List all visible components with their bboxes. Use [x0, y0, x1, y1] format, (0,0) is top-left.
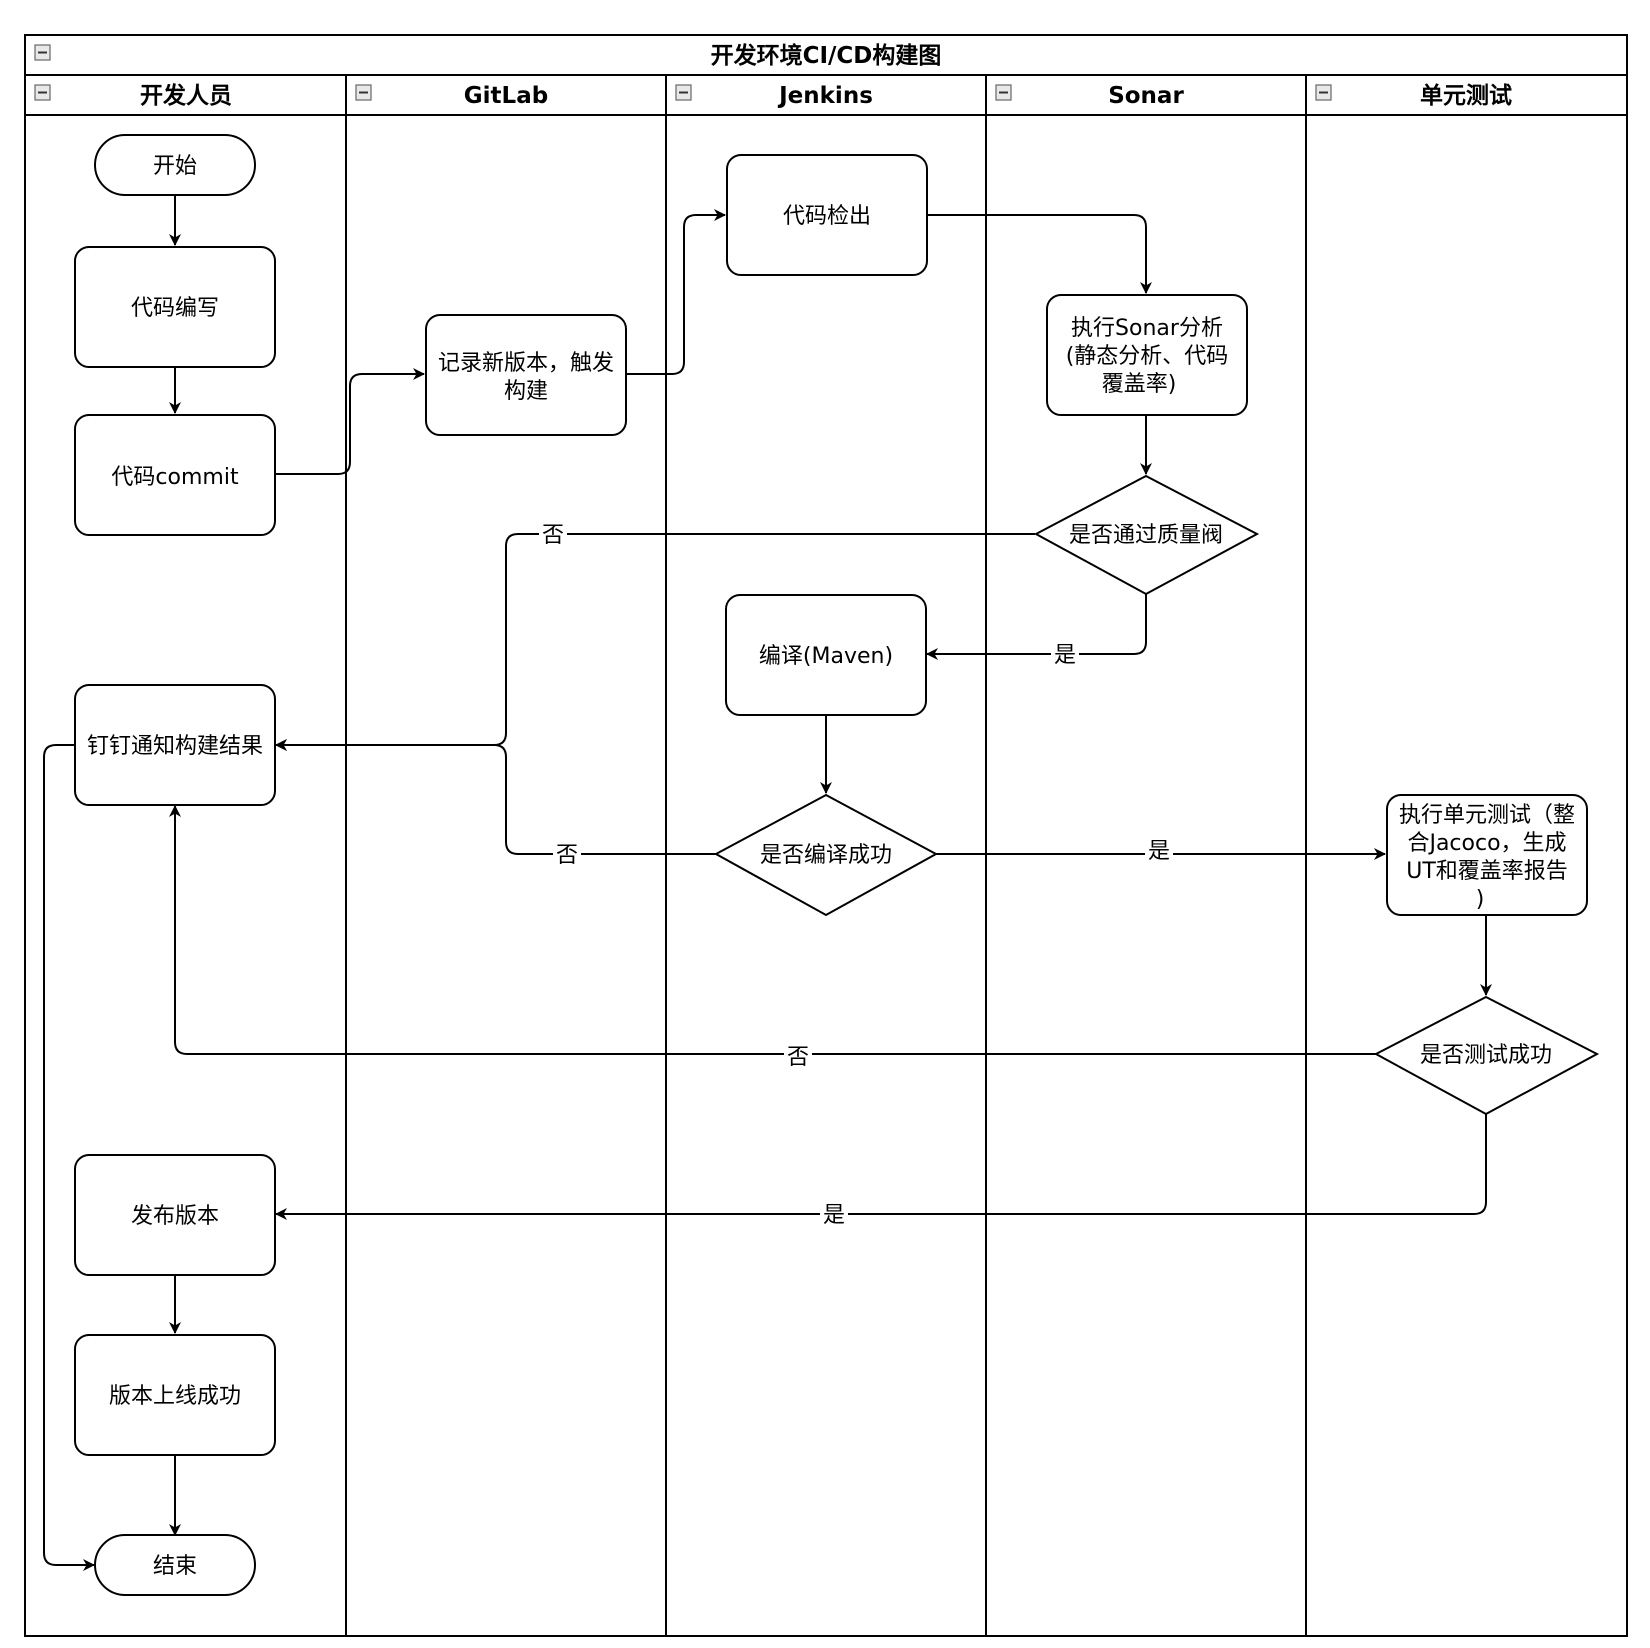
test-success-decision[interactable]: 是否测试成功	[1373, 995, 1600, 1116]
lane-header-dev: 开发人员	[34, 82, 232, 109]
end-terminal[interactable]: 结束	[94, 1534, 256, 1596]
node-label: (静态分析、代码	[1066, 344, 1229, 369]
code-commit-process[interactable]: 代码commit	[74, 414, 276, 536]
node-label: 是否测试成功	[1420, 1043, 1552, 1068]
code-write-process[interactable]: 代码编写	[74, 246, 276, 368]
node-label: 编译(Maven)	[759, 644, 893, 669]
online-success-process[interactable]: 版本上线成功	[74, 1334, 276, 1456]
lane-header-unittest: 单元测试	[1315, 83, 1512, 109]
collapse-icon[interactable]	[1315, 84, 1332, 101]
node-label: 钉钉通知构建结果	[87, 734, 263, 759]
collapse-icon[interactable]	[355, 84, 372, 101]
edges	[43, 195, 1492, 1571]
compile-success-decision[interactable]: 是否编译成功	[713, 793, 939, 917]
edge-label-gate-no: 否	[542, 523, 564, 548]
node-label: 版本上线成功	[109, 1384, 241, 1409]
lane-title-sonar: Sonar	[1108, 83, 1184, 109]
edge-labels: 否 是 否 是 否 是	[539, 520, 1173, 1228]
code-checkout-process[interactable]: 代码检出	[726, 154, 928, 276]
edge-checkout-sonar	[926, 214, 1152, 294]
record-version-process[interactable]: 记录新版本，触发 构建	[425, 314, 627, 436]
lane-header-jenkins: Jenkins	[675, 83, 873, 109]
node-label: 覆盖率)	[1102, 372, 1177, 397]
collapse-icon[interactable]	[675, 84, 692, 101]
node-label: 是否通过质量阀	[1069, 523, 1223, 548]
node-label: 执行单元测试（整	[1399, 803, 1575, 828]
node-label: 代码编写	[131, 296, 219, 321]
node-label: 构建	[504, 379, 548, 404]
release-version-process[interactable]: 发布版本	[74, 1154, 276, 1276]
node-label: 执行Sonar分析	[1071, 316, 1223, 341]
edge-testok-release	[275, 1114, 1487, 1220]
lane-title-unittest: 单元测试	[1420, 83, 1512, 109]
edge-notify-end	[43, 744, 95, 1571]
edge-testok-notify	[169, 805, 1376, 1055]
dingtalk-notify-process[interactable]: 钉钉通知构建结果	[74, 684, 276, 806]
node-label: 结束	[153, 1554, 197, 1579]
node-label: 开始	[153, 154, 197, 179]
nodes: 开始 代码编写 代码commit 记录新版本，触发 构建 代码检出 执行Sona…	[74, 134, 1600, 1596]
edge-label-gate-yes: 是	[1054, 643, 1076, 668]
node-label: 代码检出	[783, 204, 871, 229]
unit-test-process[interactable]: 执行单元测试（整 合Jacoco，生成 UT和覆盖率报告 )	[1386, 794, 1588, 916]
edge-label-test-no: 否	[787, 1045, 809, 1070]
node-label: 代码commit	[111, 465, 239, 490]
lane-header-sonar: Sonar	[995, 83, 1184, 109]
edge-compileok-notify	[275, 739, 716, 855]
node-label: 合Jacoco，生成	[1407, 831, 1566, 856]
start-terminal[interactable]: 开始	[94, 134, 256, 196]
edge-label-compile-no: 否	[556, 843, 578, 868]
lane-title-gitlab: GitLab	[464, 83, 548, 109]
collapse-icon[interactable]	[34, 44, 51, 61]
sonar-analysis-process[interactable]: 执行Sonar分析 (静态分析、代码 覆盖率)	[1046, 294, 1248, 416]
node-label: 是否编译成功	[760, 843, 892, 868]
node-label: 记录新版本，触发	[438, 351, 614, 376]
edge-commit-record	[275, 368, 425, 475]
edge-label-test-yes: 是	[823, 1203, 845, 1228]
pool-header: 开发环境CI/CD构建图	[34, 42, 942, 69]
swimlane-title: 开发环境CI/CD构建图	[711, 42, 942, 69]
lane-title-dev: 开发人员	[140, 82, 232, 109]
edge-gate-notify	[275, 533, 1035, 751]
lane-header-gitlab: GitLab	[355, 83, 548, 109]
collapse-icon[interactable]	[34, 84, 51, 101]
edge-label-compile-yes: 是	[1148, 839, 1170, 864]
collapse-icon[interactable]	[995, 84, 1012, 101]
node-label: )	[1476, 887, 1485, 912]
edge-record-checkout	[625, 209, 726, 375]
lane-title-jenkins: Jenkins	[777, 83, 873, 109]
edge-gate-compile	[926, 594, 1147, 660]
node-label: 发布版本	[131, 1204, 219, 1229]
swimlane-frame	[24, 34, 1628, 1637]
quality-gate-decision[interactable]: 是否通过质量阀	[1033, 474, 1260, 596]
compile-maven-process[interactable]: 编译(Maven)	[725, 594, 927, 716]
node-label: UT和覆盖率报告	[1406, 859, 1568, 884]
